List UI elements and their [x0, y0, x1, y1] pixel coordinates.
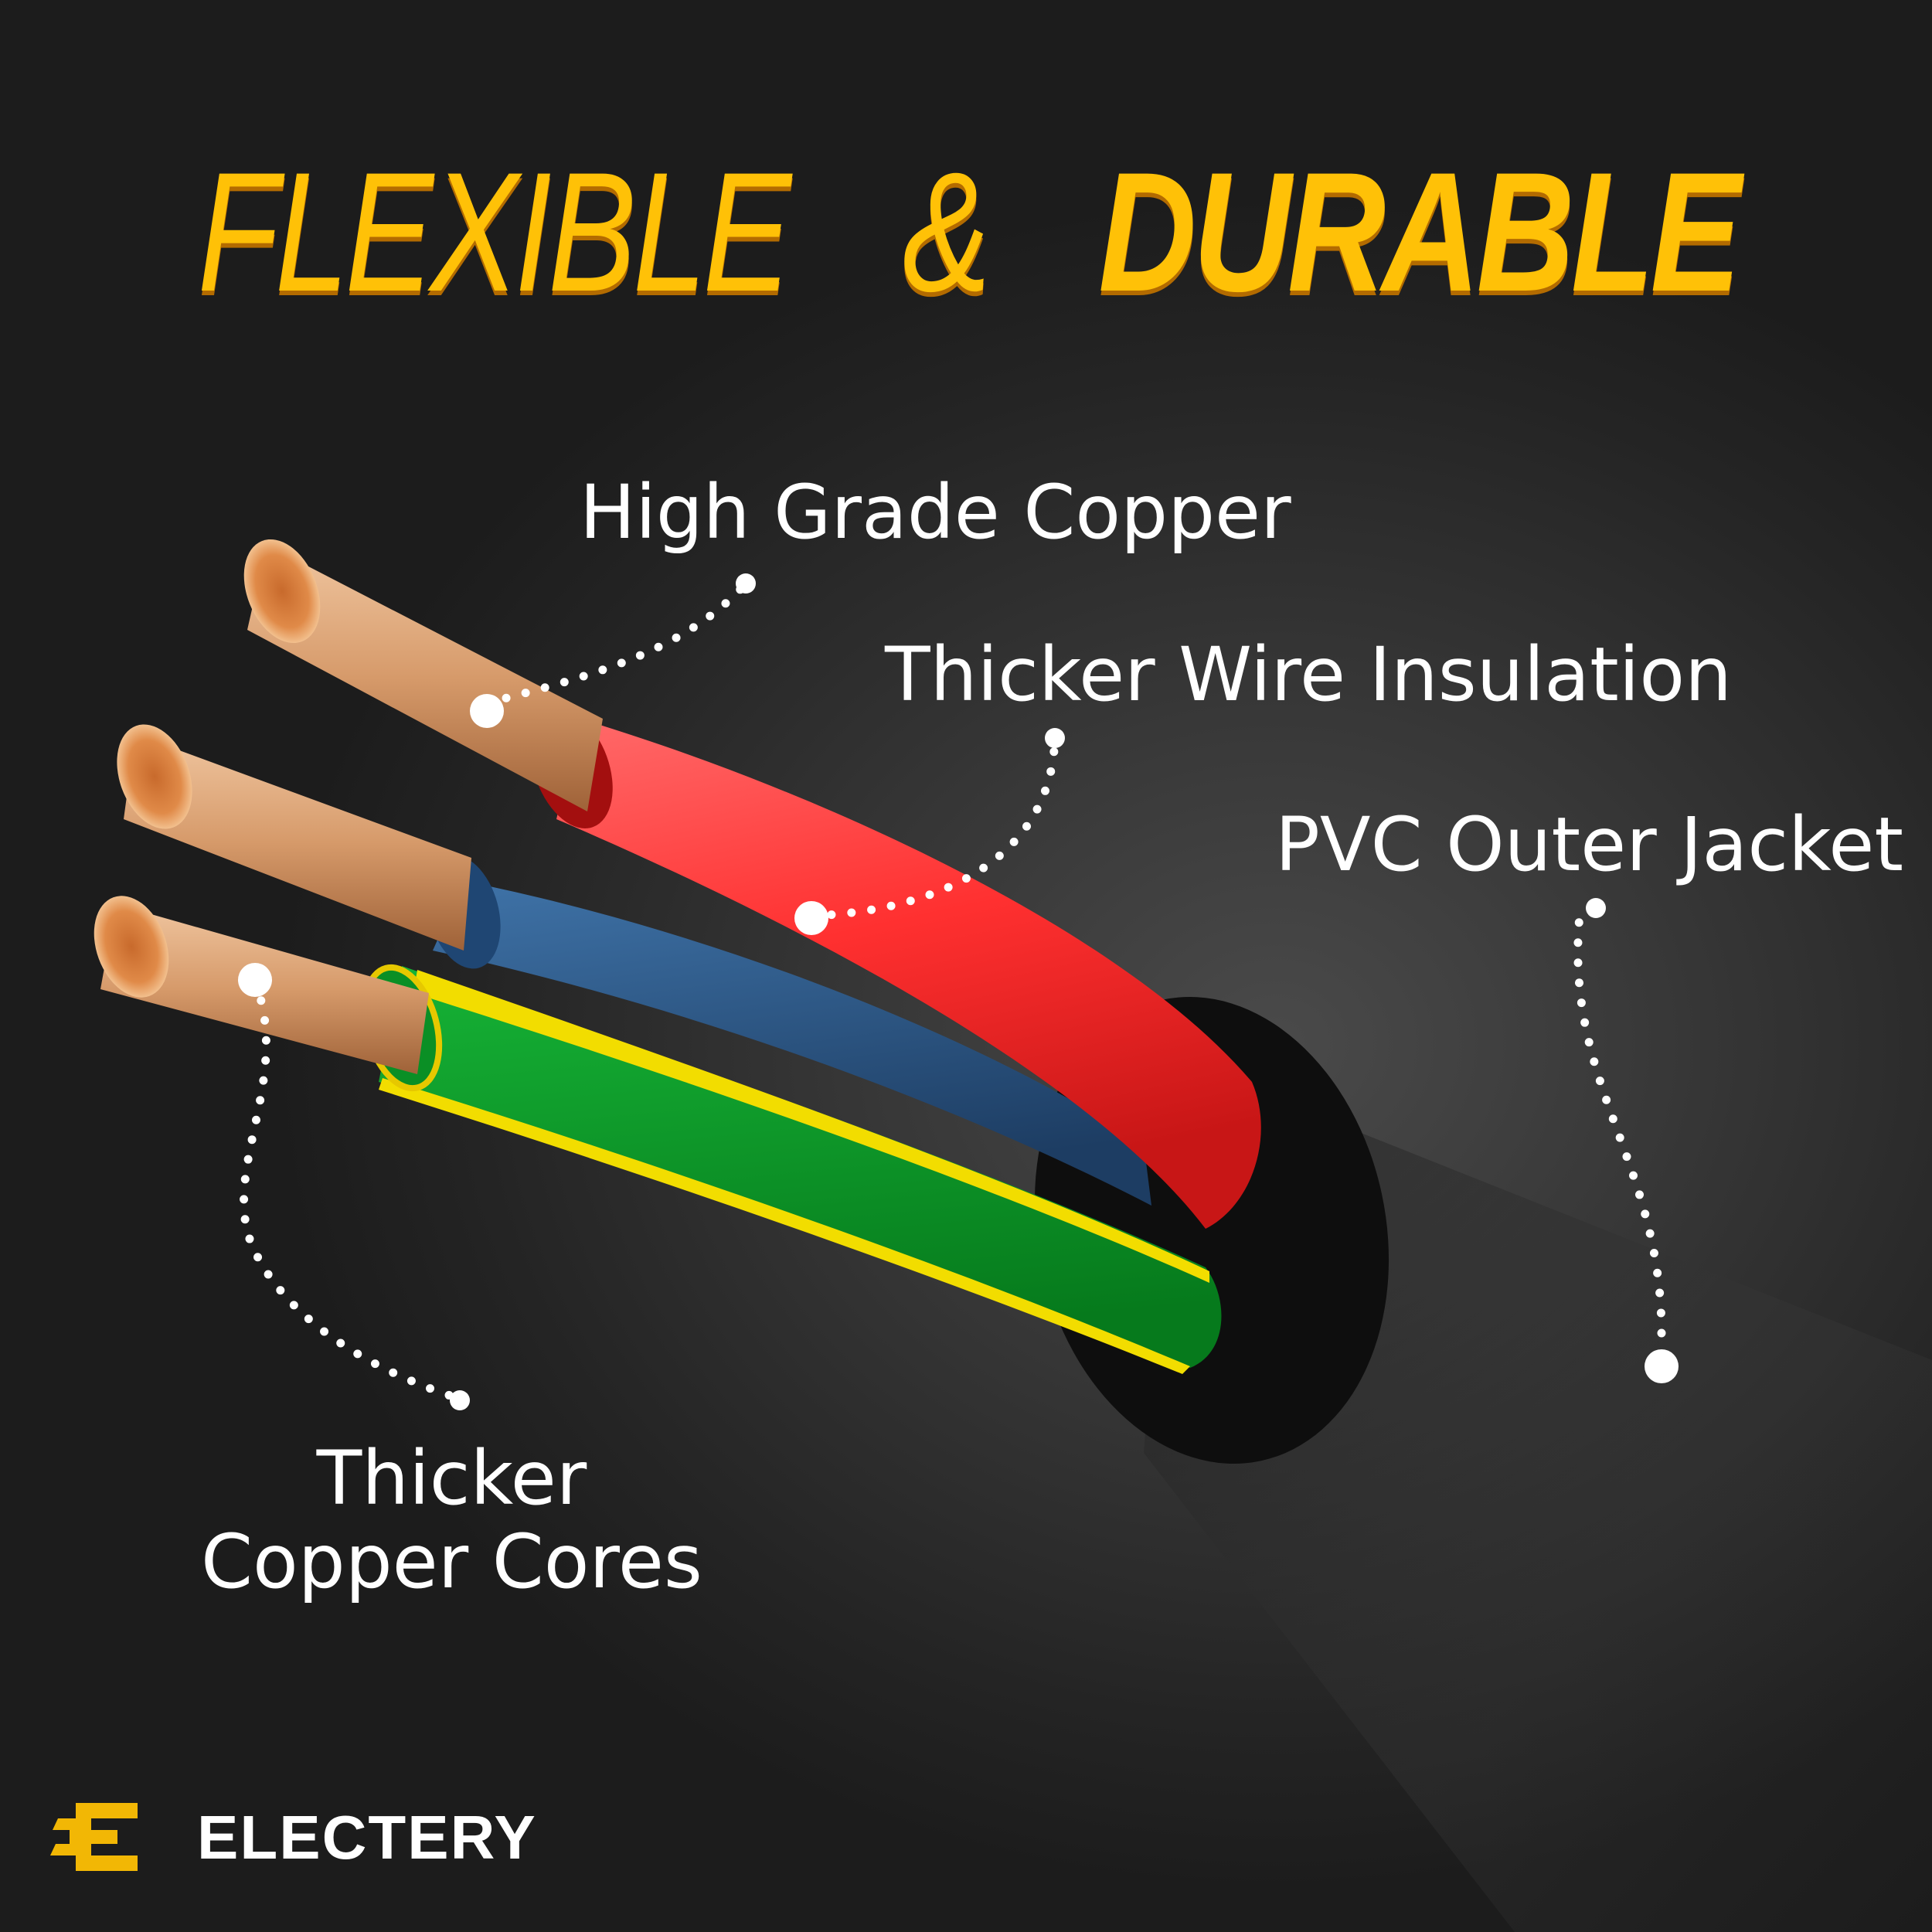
- copper-strand-green-end: [94, 896, 169, 998]
- headline-word-flexible: FLEXIBLE: [197, 137, 791, 327]
- dot-insulation-anchor: [794, 901, 828, 935]
- copper-strand-blue: [124, 734, 471, 951]
- brand-logo: [39, 1776, 166, 1900]
- label-thicker-copper-cores: Thicker Copper Cores: [201, 1437, 702, 1604]
- yellow-stripe-top: [413, 970, 1209, 1283]
- leader-lines: [240, 579, 1666, 1403]
- headline-word-durable: DURABLE: [1098, 137, 1742, 327]
- leader-jacket: [1573, 903, 1666, 1338]
- dot-cores-anchor: [238, 963, 272, 997]
- label-cores-line1: Thicker: [316, 1435, 587, 1522]
- copper-strand-blue-end: [117, 724, 192, 829]
- red-wire: [556, 719, 1261, 1229]
- dot-copper-anchor: [470, 694, 504, 728]
- dot-jacket-anchor: [1645, 1349, 1679, 1383]
- dot-cores-end: [450, 1390, 470, 1410]
- leader-dots: [238, 573, 1679, 1410]
- copper-strand-red: [247, 545, 603, 811]
- label-thicker-wire-insulation: Thicker Wire Insulation: [885, 631, 1732, 718]
- leader-copper: [482, 579, 750, 708]
- green-yellow-wire: [379, 966, 1222, 1368]
- yellow-stripe-bottom: [379, 1078, 1190, 1374]
- dot-copper-end: [736, 573, 756, 594]
- headline: FLEXIBLE & DURABLE: [0, 147, 1932, 317]
- blue-wire: [433, 881, 1151, 1206]
- dot-insulation-end: [1045, 728, 1065, 748]
- brand-name: ELECTERY: [197, 1803, 537, 1872]
- label-pvc-outer-jacket: PVC Outer Jacket: [1275, 801, 1903, 888]
- dot-jacket-end: [1586, 898, 1606, 918]
- electery-e-icon: [50, 1803, 138, 1871]
- copper-strand-red-end: [243, 539, 321, 644]
- label-cores-line2: Copper Cores: [201, 1518, 702, 1605]
- headline-ampersand: &: [902, 137, 991, 327]
- label-high-grade-copper: High Grade Copper: [580, 469, 1291, 556]
